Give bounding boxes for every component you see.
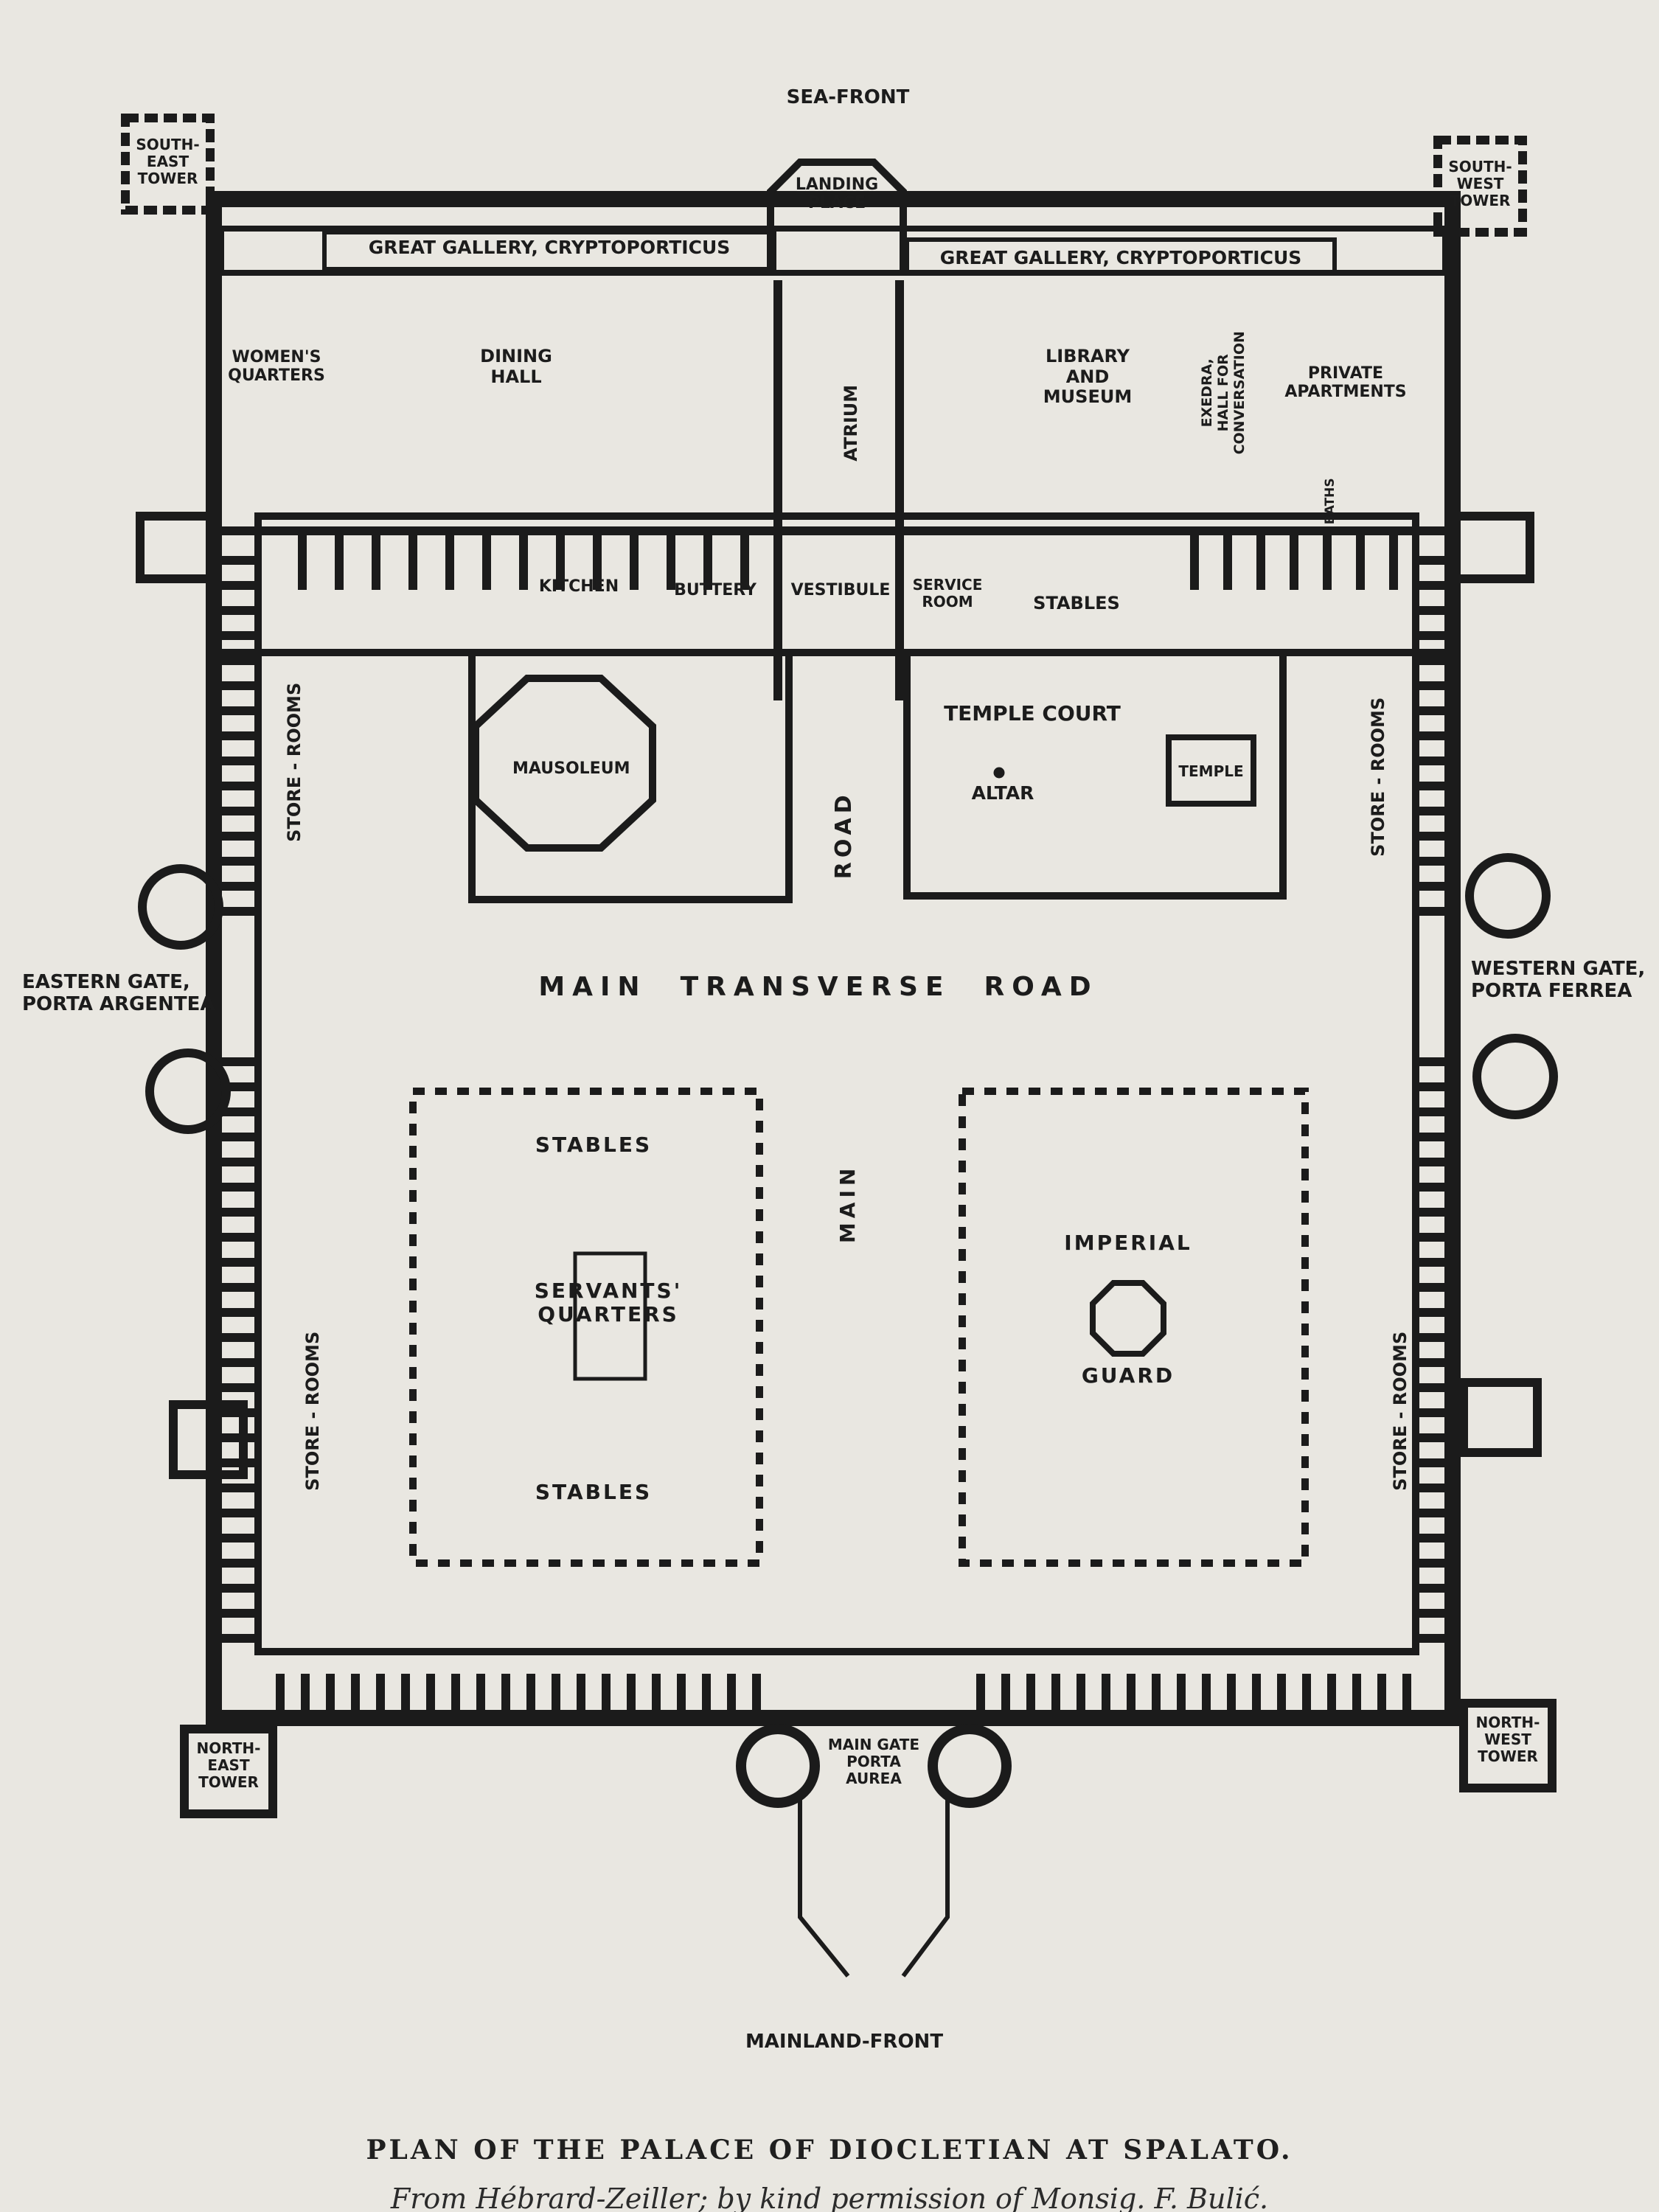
imperial-label: IMPERIAL: [1064, 1231, 1192, 1255]
gallery-left-label: GREAT GALLERY, CRYPTOPORTICUS: [368, 237, 731, 258]
gallery-right-label: GREAT GALLERY, CRYPTOPORTICUS: [939, 247, 1302, 268]
servants-quarters-label: SERVANTS' QUARTERS: [534, 1279, 683, 1327]
sea-front-label: SEA-FRONT: [786, 86, 910, 108]
west-lower-projecting-tower: [1459, 1378, 1542, 1457]
main-road-label: MAIN: [835, 1164, 860, 1244]
western-gate-tower-1: [1465, 853, 1551, 939]
eastern-gate-label: EASTERN GATE, PORTA ARGENTEA: [22, 971, 215, 1015]
western-gate-label: WESTERN GATE, PORTA FERREA: [1471, 958, 1646, 1002]
south-west-tower-label: SOUTH- WEST TOWER: [1448, 158, 1512, 209]
dining-hall-label: DINING HALL: [480, 346, 552, 387]
north-east-tower-label: NORTH- EAST TOWER: [196, 1739, 261, 1791]
temple-label: TEMPLE: [1178, 762, 1244, 780]
altar-mark: [993, 767, 1005, 779]
plan-caption: PLAN OF THE PALACE OF DIOCLETIAN AT SPAL…: [366, 2135, 1293, 2166]
inner-wall: [254, 512, 1419, 1655]
private-apartments-label: PRIVATE APARTMENTS: [1284, 364, 1407, 402]
road-label: ROAD: [830, 790, 857, 880]
gallery-band: [218, 226, 1448, 276]
north-east-tower-shape: [180, 1725, 277, 1818]
temple-court-enclosure: [903, 649, 1287, 900]
north-west-tower-shape: [1459, 1699, 1557, 1792]
imperial-guard-court: [959, 1088, 1309, 1567]
store-rooms-ne-label: STORE - ROOMS: [1368, 697, 1389, 857]
kitchen-label: KITCHEN: [538, 577, 619, 596]
temple-court-label: TEMPLE COURT: [944, 701, 1121, 726]
main-gate-right-tower: [928, 1724, 1012, 1808]
store-rooms-nw-label: STORE - ROOMS: [284, 682, 305, 842]
service-room-label: SERVICE ROOM: [912, 576, 983, 611]
stables-upper-label: STABLES: [535, 1133, 653, 1157]
baths-label: BATHS: [1323, 478, 1338, 525]
exedra-label: EXEDRA, HALL FOR CONVERSATION: [1199, 331, 1248, 455]
east-projecting-tower: [136, 512, 218, 583]
mausoleum-label: MAUSOLEUM: [512, 759, 630, 779]
stables-lower-label: STABLES: [535, 1480, 653, 1504]
main-gate-left-tower: [736, 1724, 820, 1808]
west-projecting-tower: [1452, 512, 1534, 583]
main-transverse-road-label: MAIN TRANSVERSE ROAD: [538, 972, 1099, 1002]
temple-shape: [1166, 734, 1256, 807]
landing-place-label: LANDING PLACE: [795, 175, 879, 213]
library-label: LIBRARY AND MUSEUM: [1043, 346, 1133, 408]
north-west-tower-label: NORTH- WEST TOWER: [1475, 1714, 1540, 1765]
western-gate-tower-2: [1472, 1034, 1558, 1119]
altar-label: ALTAR: [971, 782, 1034, 804]
mausoleum-octagon: [472, 675, 656, 852]
approach-road-left: [798, 1799, 850, 1978]
buttery-label: BUTTERY: [674, 581, 757, 599]
main-gate-label: MAIN GATE PORTA AUREA: [827, 1736, 920, 1787]
guard-label: GUARD: [1081, 1363, 1175, 1388]
approach-road-right: [901, 1799, 950, 1978]
plan-credit: From Hébrard-Zeiller; by kind permission…: [390, 2183, 1269, 2212]
landing-place-shape: [767, 159, 907, 273]
womens-quarters-label: WOMEN'S QUARTERS: [228, 348, 325, 386]
store-rooms-sw-label: STORE - ROOMS: [302, 1331, 324, 1491]
imperial-octagon: [1090, 1280, 1166, 1357]
vestibule-label: VESTIBULE: [790, 581, 891, 599]
mainland-front-label: MAINLAND-FRONT: [745, 2031, 944, 2053]
south-east-tower-shape: [121, 114, 215, 215]
outer-wall: [206, 191, 1461, 1726]
servants-inner-rect: [573, 1251, 647, 1381]
stables-north-label: STABLES: [1033, 593, 1120, 613]
eastern-gate-tower-1: [138, 864, 223, 950]
store-rooms-se-label: STORE - ROOMS: [1390, 1331, 1411, 1491]
south-east-tower-label: SOUTH- EAST TOWER: [136, 136, 200, 187]
servants-court: [409, 1088, 763, 1567]
south-west-tower-shape: [1433, 136, 1527, 237]
atrium-label: ATRIUM: [841, 384, 862, 462]
